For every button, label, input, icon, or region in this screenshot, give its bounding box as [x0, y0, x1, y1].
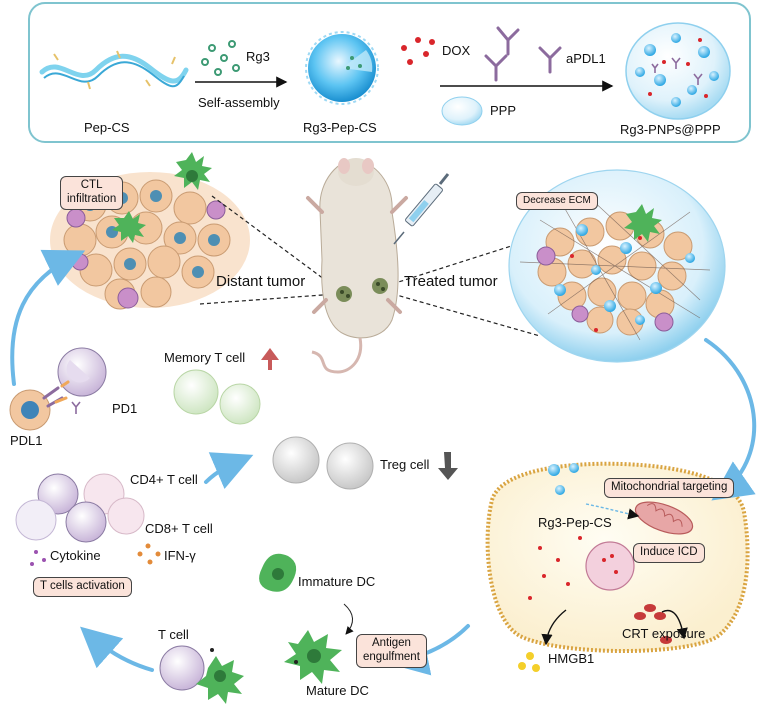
dox-label: DOX	[442, 43, 471, 58]
treg-down-arrow-icon	[438, 452, 458, 480]
memory-up-arrow-icon	[261, 348, 279, 370]
hmgb1-particles-icon	[518, 652, 540, 672]
cancer-cell	[485, 461, 750, 672]
nucleus-icon	[585, 541, 635, 591]
ctl-infiltration-tag: CTL infiltration	[60, 176, 124, 210]
pep-cs-polymer-icon	[39, 50, 189, 90]
cytokine-dots-icon	[30, 550, 46, 566]
pd1-label: PD1	[112, 401, 138, 416]
treated-tumor-label: Treated tumor	[404, 273, 498, 290]
memory-t-cell-label: Memory T cell	[164, 350, 246, 365]
rg3-pep-cs-label: Rg3-Pep-CS	[303, 120, 377, 135]
rg3-molecules-icon	[201, 40, 240, 76]
mouse-distant-tumor-spot	[336, 286, 352, 302]
mito-targeting-arrow	[585, 503, 640, 520]
pdl1-label: PDL1	[10, 433, 43, 448]
mature-dc-icon	[284, 630, 342, 684]
treg-cells-icon	[272, 436, 374, 490]
checkpoint-antibody-icon	[71, 401, 81, 414]
mito-targeting-tag: Mitochondrial targeting	[604, 478, 735, 498]
cd8-label: CD8+ T cell	[145, 521, 213, 536]
mouse-treated-tumor-spot	[372, 278, 388, 294]
cell-rg3-pep-cs-label: Rg3-Pep-CS	[538, 515, 612, 530]
mature-dc-label: Mature DC	[306, 683, 369, 698]
apdl1-label: aPDL1	[566, 51, 606, 66]
treated-tumor-bubble	[508, 169, 726, 363]
cell-nanoparticles-icon	[548, 463, 579, 495]
rg3-label: Rg3	[246, 49, 270, 64]
dashed-guide-lines	[199, 195, 541, 337]
rg3-pep-cs-nanoparticle-icon	[305, 31, 379, 105]
antigen-engulfment-tag: Antigen engulfment	[356, 634, 427, 668]
cycle-arrow-to-cell	[704, 338, 757, 501]
mouse-illustration	[306, 158, 408, 374]
mitochondrion-icon	[634, 501, 694, 535]
cycle-arrow-to-distant	[10, 249, 86, 386]
cycle-arrow-activation	[204, 452, 254, 489]
cytokine-label: Cytokine	[50, 548, 101, 563]
dox-molecules-icon	[401, 37, 435, 65]
t-cell-label: T cell	[158, 627, 189, 642]
cycle-arrow-to-tcell	[80, 626, 154, 672]
ifn-gamma-label: IFN-γ	[164, 548, 196, 563]
memory-t-cells-icon	[173, 369, 261, 425]
t-cell-dc-pair-icon	[159, 645, 244, 704]
crt-proteins-icon	[634, 604, 672, 644]
rg3-pnps-ppp-icon	[625, 22, 731, 120]
self-assembly-label: Self-assembly	[198, 95, 280, 110]
cd4-label: CD4+ T cell	[130, 472, 198, 487]
ppp-label: PPP	[490, 103, 517, 118]
t-cells-activation-tag: T cells activation	[33, 577, 132, 597]
immature-dc-label: Immature DC	[298, 574, 376, 589]
ctl-cell-icon	[112, 152, 212, 243]
hmgb1-label: HMGB1	[548, 651, 595, 666]
apdl1-antibody-icon	[484, 26, 562, 82]
cytoplasm-dox-dots-icon	[528, 536, 582, 600]
dc-maturation-arrow	[343, 603, 354, 635]
treg-cell-label: Treg cell	[380, 457, 430, 472]
immature-dc-icon	[259, 553, 297, 592]
syringe-icon	[393, 173, 450, 245]
decrease-ecm-tag: Decrease ECM	[516, 192, 598, 210]
pep-cs-label: Pep-CS	[84, 120, 130, 135]
product-label: Rg3-PNPs@PPP	[620, 122, 721, 137]
cycle-arrows	[10, 249, 757, 676]
pd1-pdl1-interaction	[9, 347, 107, 431]
ifn-gamma-dots-icon	[137, 543, 161, 565]
hmgb1-release-arrow	[541, 609, 567, 646]
distant-tumor-label: Distant tumor	[216, 273, 306, 290]
top-panel	[28, 2, 751, 143]
treated-ctl-cell-icon	[624, 204, 662, 242]
tumor-cell-pdl1-icon	[9, 389, 51, 431]
top-panel-border	[28, 2, 751, 143]
ppp-bubble-icon	[441, 96, 483, 126]
distant-tumor-cluster	[50, 152, 250, 310]
activated-t-cells-icon	[15, 473, 145, 543]
induce-icd-tag: Induce ICD	[633, 543, 705, 563]
crt-exposure-label: CRT exposure	[622, 626, 706, 641]
crt-exposure-arrow	[661, 609, 688, 640]
